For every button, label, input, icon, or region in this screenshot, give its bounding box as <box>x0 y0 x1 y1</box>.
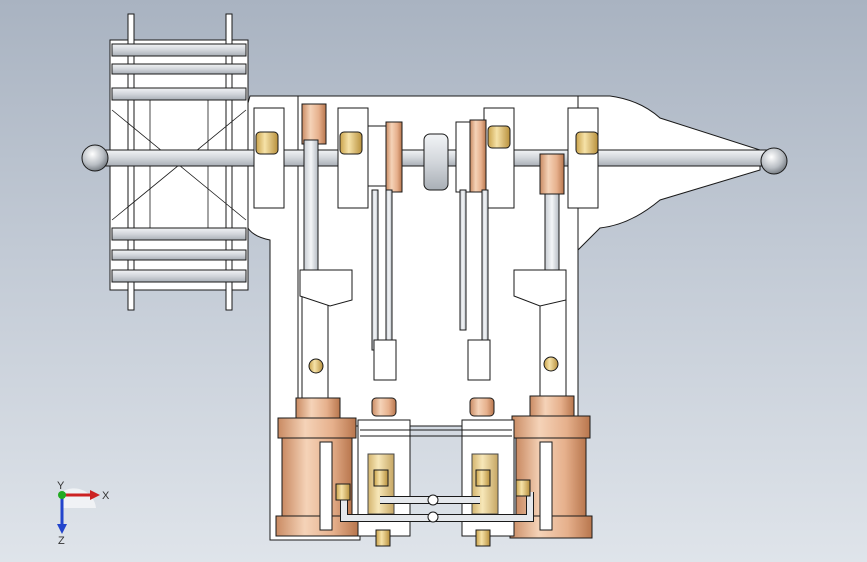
z-axis-label: Z <box>58 535 65 547</box>
eccentric-3 <box>455 121 471 193</box>
valve-rod-right <box>459 189 467 331</box>
connecting-rod-left <box>303 139 319 281</box>
y-axis-point <box>58 491 66 499</box>
bearing-bracket-3 <box>483 107 515 209</box>
valve-rod-left <box>371 189 379 351</box>
bearing-bracket-2 <box>337 107 369 209</box>
eccentric-1 <box>367 125 387 187</box>
eccentric-4 <box>469 119 487 193</box>
shaft-end-left <box>81 144 109 172</box>
valve-rod-left-2 <box>385 189 393 341</box>
x-axis-label: X <box>102 490 110 502</box>
bearing-bracket-4 <box>567 107 599 209</box>
shaft-end-right <box>760 147 788 175</box>
crank-block-right <box>539 153 565 195</box>
y-axis-label: Y <box>57 480 65 492</box>
valve-rod-right-2 <box>481 189 489 341</box>
guide-bracket-left <box>299 269 353 307</box>
eccentric-2 <box>385 121 403 193</box>
z-axis-arrowhead <box>57 524 67 534</box>
bearing-bracket-1 <box>253 107 285 209</box>
axis-triad: X Y Z <box>57 480 110 547</box>
guide-bracket-right <box>513 269 567 307</box>
centre-coupling <box>423 133 449 191</box>
x-axis-arrowhead <box>90 490 100 500</box>
crank-block-left <box>301 103 327 145</box>
